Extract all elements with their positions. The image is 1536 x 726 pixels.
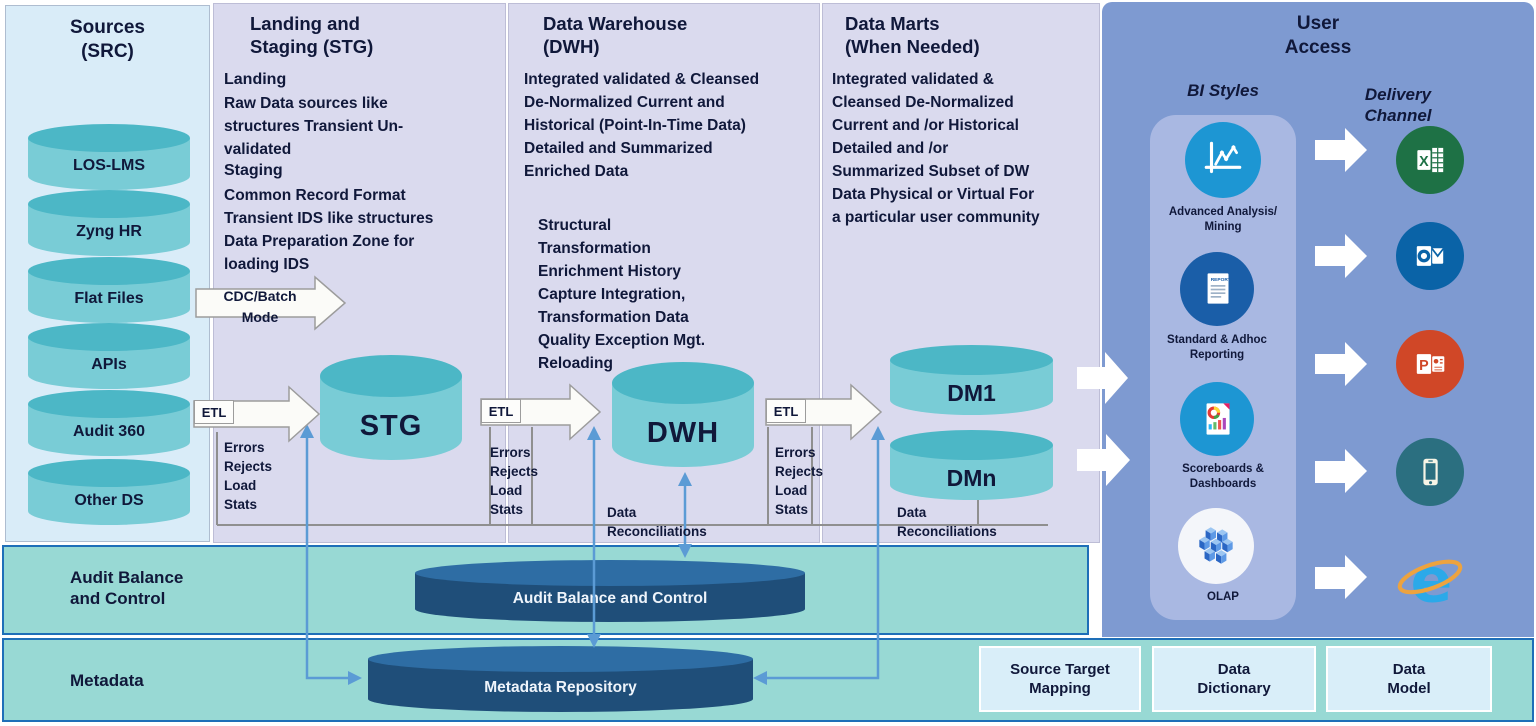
stg-cylinder: STG (320, 355, 462, 460)
olap-cube-icon (1178, 508, 1254, 584)
errors-label-1: Errors Rejects Load Stats (224, 440, 273, 512)
source-cylinder-los-lms: LOS-LMS (28, 124, 190, 190)
bi-caption-standard-reporting: Standard & Adhoc Reporting (1167, 334, 1267, 361)
source-cylinder-audit-360: Audit 360 (28, 390, 190, 456)
mobile-phone-icon (1396, 438, 1464, 506)
source-cylinder-apis: APIs (28, 323, 190, 389)
errors-label-2: Errors Rejects Load Stats (490, 445, 539, 517)
report-document-icon: REPORT (1180, 252, 1254, 326)
audit-balance-cylinder-label: Audit Balance and Control (512, 590, 708, 607)
line-chart-icon (1185, 122, 1261, 198)
dmn-cylinder: DMn (890, 430, 1053, 500)
source-target-mapping-box: Source Target Mapping (979, 646, 1141, 712)
outlook-icon (1396, 222, 1464, 290)
powerpoint-icon: P (1396, 330, 1464, 398)
bi-caption-advanced-analysis: Advanced Analysis/ Mining (1168, 206, 1278, 233)
cdc-batch-label: CDC/Batch Mode (223, 288, 297, 325)
sources-title: Sources (SRC) (70, 17, 145, 62)
bi-caption-scoreboards: Scoreboards & Dashboards (1182, 463, 1264, 490)
dwh-cylinder: DWH (612, 362, 754, 467)
errors-label-3: Errors Rejects Load Stats (775, 445, 824, 517)
etl-label-1: ETL (194, 400, 234, 424)
etl-label-3: ETL (766, 399, 806, 423)
svg-text:P: P (1419, 358, 1429, 374)
svg-text:X: X (1419, 154, 1429, 170)
reconciliation-label-2: Data Reconciliations (897, 505, 997, 539)
etl-label-2: ETL (481, 399, 521, 423)
landing-heading: Landing (224, 71, 287, 88)
warehouse-paragraph-2: Structural Transformation Enrichment His… (538, 217, 706, 372)
data-model-box: Data Model (1326, 646, 1492, 712)
audit-balance-cylinder: Audit Balance and Control (415, 560, 805, 622)
user-access-title: User Access (1284, 13, 1352, 58)
staging-title: Landing and Staging (STG) (250, 13, 374, 58)
dwh-cylinder-label: DWH (646, 417, 720, 449)
audit-balance-band-label: Audit Balance and Control (70, 568, 184, 609)
warehouse-paragraph-1: Integrated validated & Cleansed De-Norma… (524, 71, 760, 180)
delivery-channel-heading: Delivery Channel (1364, 85, 1432, 126)
source-cylinder-label: Zyng HR (76, 223, 142, 240)
metadata-band-label: Metadata (70, 671, 144, 690)
svg-text:REPORT: REPORT (1211, 277, 1231, 283)
dm1-cylinder: DM1 (890, 345, 1053, 415)
internet-explorer-icon: e (1394, 543, 1466, 617)
stg-cylinder-label: STG (359, 410, 423, 442)
metadata-repository-cylinder: Metadata Repository (368, 646, 753, 712)
excel-icon: X (1396, 126, 1464, 194)
dmn-cylinder-label: DMn (946, 465, 997, 491)
reconciliation-label-1: Data Reconciliations (607, 505, 707, 539)
staging-paragraph: Common Record Format Transient IDS like … (224, 187, 434, 273)
source-cylinder-label: Other DS (74, 492, 144, 509)
dm1-cylinder-label: DM1 (947, 380, 996, 406)
source-cylinder-zyng-hr: Zyng HR (28, 190, 190, 256)
metadata-repository-label: Metadata Repository (484, 679, 637, 696)
source-cylinder-other-ds: Other DS (28, 459, 190, 525)
warehouse-title: Data Warehouse (DWH) (543, 13, 688, 58)
datamarts-title: Data Marts (When Needed) (845, 13, 980, 58)
bi-styles-heading: BI Styles (1187, 81, 1259, 100)
source-cylinder-label: APIs (91, 356, 127, 373)
staging-heading: Staging (224, 162, 283, 179)
source-cylinder-label: Audit 360 (72, 423, 145, 440)
bi-caption-olap: OLAP (1207, 591, 1239, 603)
dashboard-document-icon (1180, 382, 1254, 456)
data-dictionary-box: Data Dictionary (1152, 646, 1316, 712)
source-cylinder-label: LOS-LMS (73, 157, 145, 174)
source-cylinder-label: Flat Files (74, 290, 144, 307)
source-cylinder-flat-files: Flat Files (28, 257, 190, 323)
datamarts-paragraph: Integrated validated & Cleansed De-Norma… (832, 71, 1040, 226)
landing-paragraph: Raw Data sources like structures Transie… (224, 95, 404, 158)
